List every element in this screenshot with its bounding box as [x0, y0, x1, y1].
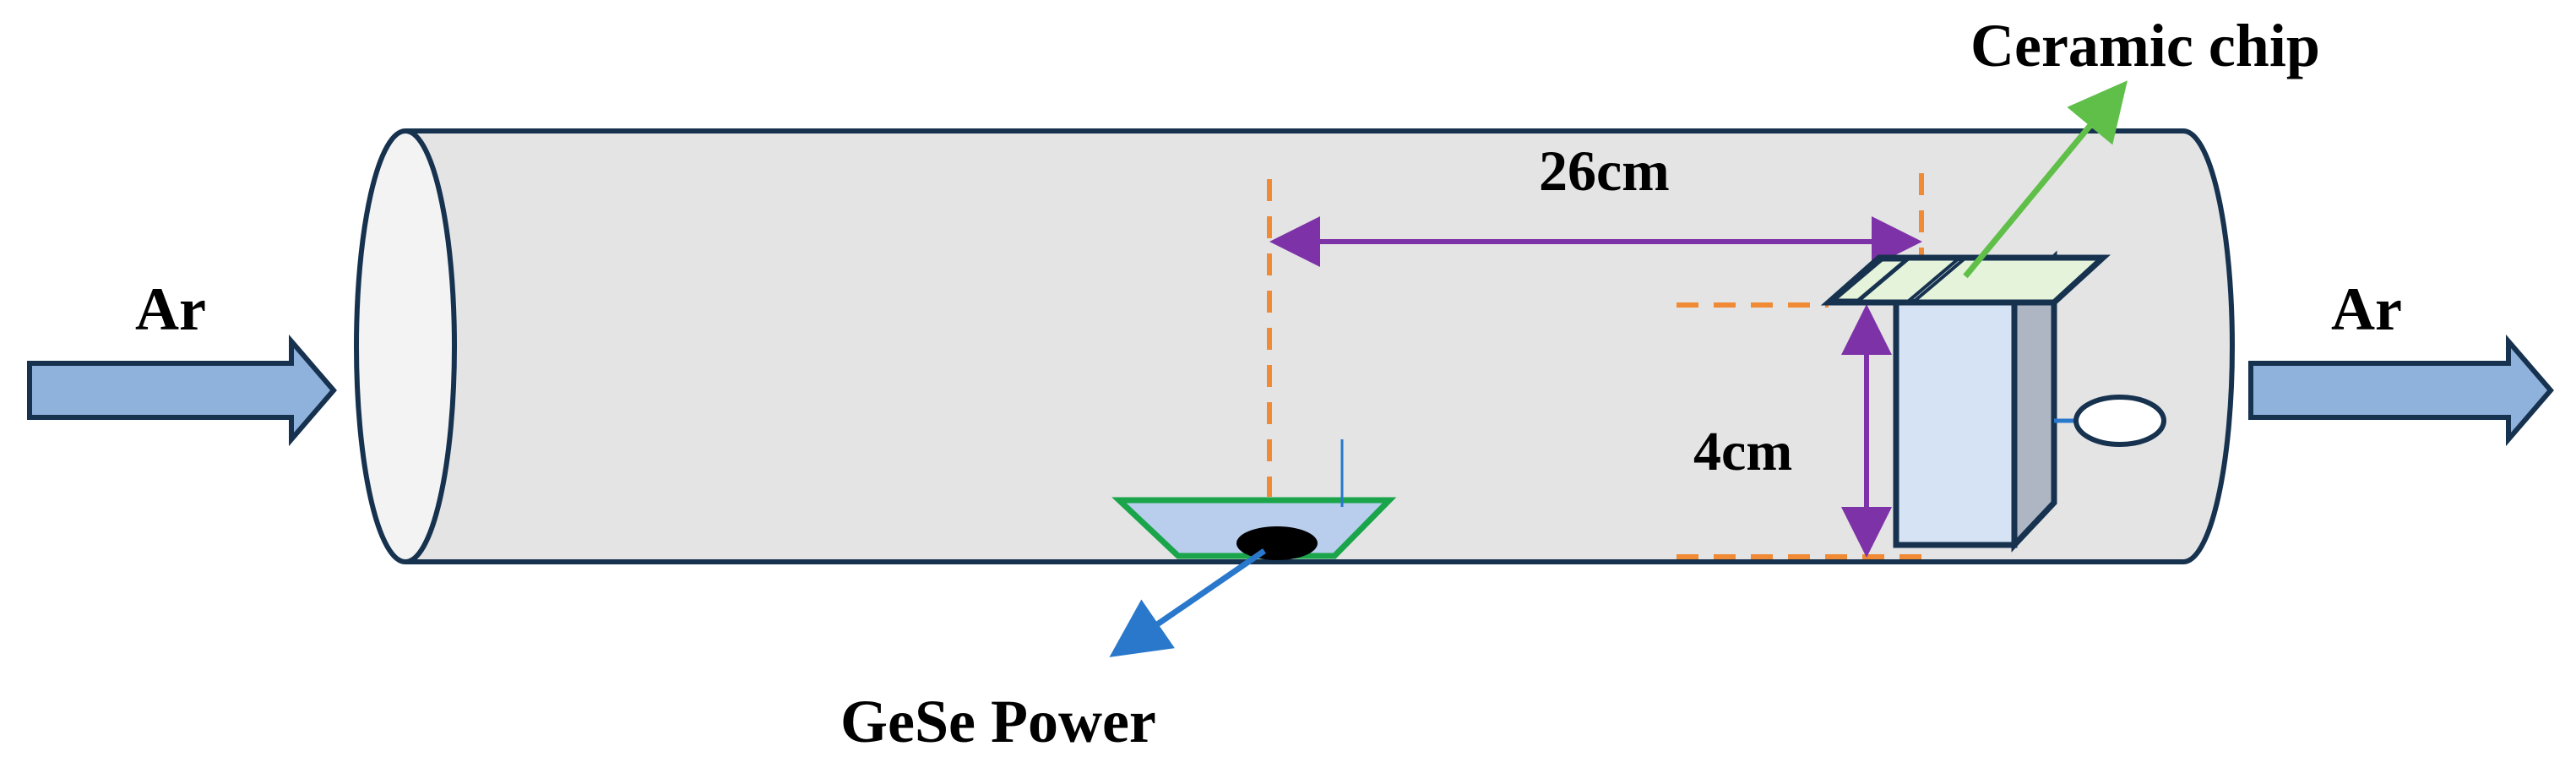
boat-trapezoid: [1111, 497, 1397, 559]
holder-front-face: [1893, 294, 2018, 548]
chip-gap: [1904, 258, 1969, 302]
ceramic-chip-left: [1827, 257, 1913, 303]
holder-knob-icon: [2073, 395, 2166, 447]
ar-inlet-label: Ar: [135, 275, 206, 343]
gese-pointer-arrow-icon: [1109, 548, 1266, 657]
gese-powder-pile: [1236, 526, 1318, 560]
gese-powder-label: GeSe Power: [840, 688, 1156, 755]
outlet-flow-arrow-icon: [2248, 334, 2554, 447]
tube-opening: [354, 128, 457, 564]
ar-outlet-label: Ar: [2331, 275, 2402, 343]
substrate-holder: [1820, 250, 2166, 553]
ceramic-chip-label: Ceramic chip: [1970, 12, 2320, 79]
distance-vertical-label: 4cm: [1693, 421, 1792, 482]
powder-boat: [1111, 439, 1397, 560]
distance-horizontal-label: 26cm: [1539, 139, 1670, 203]
ceramic-chip-pointer-arrow-icon: [1963, 80, 2128, 279]
inlet-flow-arrow-icon: [27, 334, 337, 447]
